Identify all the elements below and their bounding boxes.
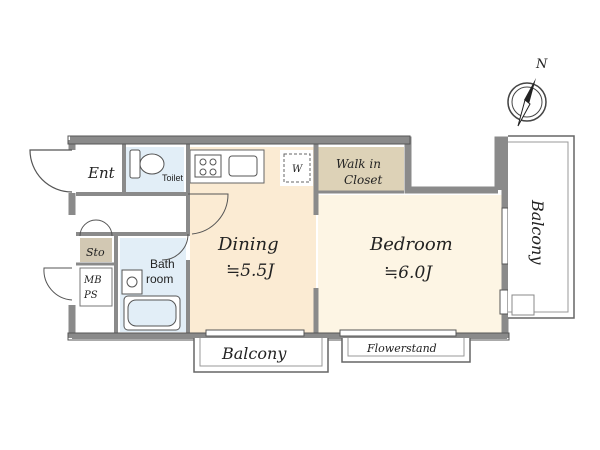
- washer-box: [283, 153, 311, 183]
- balcony-bottom-label: Balcony: [221, 344, 287, 363]
- toilet-label: Toilet: [162, 173, 184, 183]
- mbps-label-2: PS: [83, 290, 98, 301]
- bath-door: [161, 233, 189, 261]
- entrance-label: Ent: [87, 164, 116, 182]
- dining-label: Dining: [217, 234, 279, 255]
- washbasin: [121, 269, 143, 295]
- washer-label: W: [292, 164, 303, 175]
- dining-size: ≒5.5J: [226, 261, 275, 281]
- compass-icon: [507, 78, 547, 127]
- balcony-right: [508, 135, 575, 319]
- bedroom-label: Bedroom: [369, 234, 453, 255]
- bedroom-size: ≒6.0J: [384, 263, 433, 283]
- balcony-right-inner: [508, 141, 569, 313]
- kitchen-sink: [228, 155, 258, 177]
- closet-floor: [318, 147, 404, 192]
- entrance-door: [29, 149, 73, 193]
- closet-label-1: Walk in: [336, 157, 381, 171]
- balcony-bottom: [193, 338, 329, 373]
- balcony-bottom-inner: [199, 338, 323, 367]
- compass-north-label: N: [535, 57, 548, 72]
- bedroom-floor: [318, 195, 503, 335]
- mbps-door: [43, 267, 73, 301]
- flowerstand-inner: [347, 338, 465, 357]
- flowerstand-label: Flowerstand: [366, 342, 437, 355]
- stove: [194, 154, 222, 178]
- storage-label: Sto: [86, 246, 105, 259]
- bath-label-1: Bath: [150, 257, 175, 271]
- dining-door: [188, 193, 229, 235]
- bathtub: [123, 295, 181, 331]
- storage-floor: [80, 238, 112, 262]
- balcony-right-step: [511, 294, 535, 316]
- mbps-floor: [79, 267, 113, 307]
- mbps-label-1: MB: [83, 275, 102, 286]
- bath-label-2: room: [146, 272, 173, 286]
- entrance-floor: [76, 147, 124, 193]
- closet-label-2: Closet: [344, 173, 383, 187]
- balcony-right-label: Balcony: [528, 199, 547, 265]
- toilet-fixture: [129, 149, 165, 179]
- washer-space: [280, 150, 313, 186]
- storage-door: [79, 219, 113, 237]
